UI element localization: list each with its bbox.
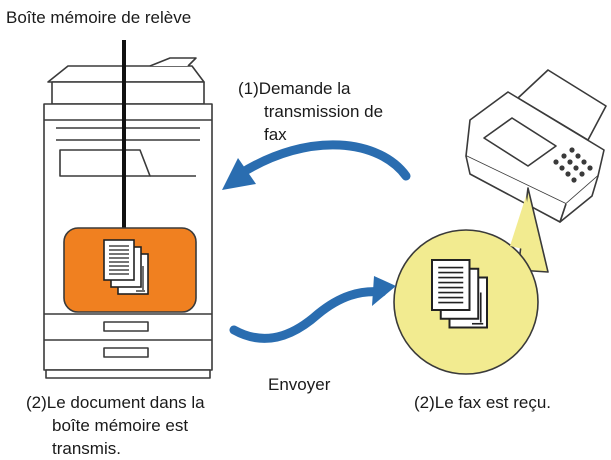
step1-line-3: fax [264, 125, 287, 144]
received-callout [393, 187, 549, 375]
send-label: Envoyer [268, 375, 331, 394]
step1-line-1: Demande la [258, 79, 351, 98]
send-arrow [229, 276, 396, 343]
step2-right-number: (2) [414, 393, 435, 412]
step2-left-label: (2)Le document dans la [26, 392, 205, 414]
multifunction-printer-icon [43, 57, 213, 379]
step2-right-text: Le fax est reçu. [434, 393, 552, 412]
step2-left-line-2: boîte mémoire est [52, 416, 189, 435]
step2-left-number: (2) [26, 393, 47, 412]
step1-line-2: transmission de [264, 102, 384, 121]
step1-label: (1)Demande la [238, 78, 350, 100]
step2-right-label: (2)Le fax est reçu. [414, 392, 551, 414]
step2-left-line-3: transmis. [52, 439, 121, 458]
request-arrow [222, 140, 411, 190]
step1-number: (1) [238, 79, 259, 98]
fax-machine-icon [465, 69, 607, 223]
memory-box [63, 227, 197, 313]
step2-left-line-1: Le document dans la [46, 393, 205, 412]
memory-box-title: Boîte mémoire de relève [6, 8, 192, 27]
